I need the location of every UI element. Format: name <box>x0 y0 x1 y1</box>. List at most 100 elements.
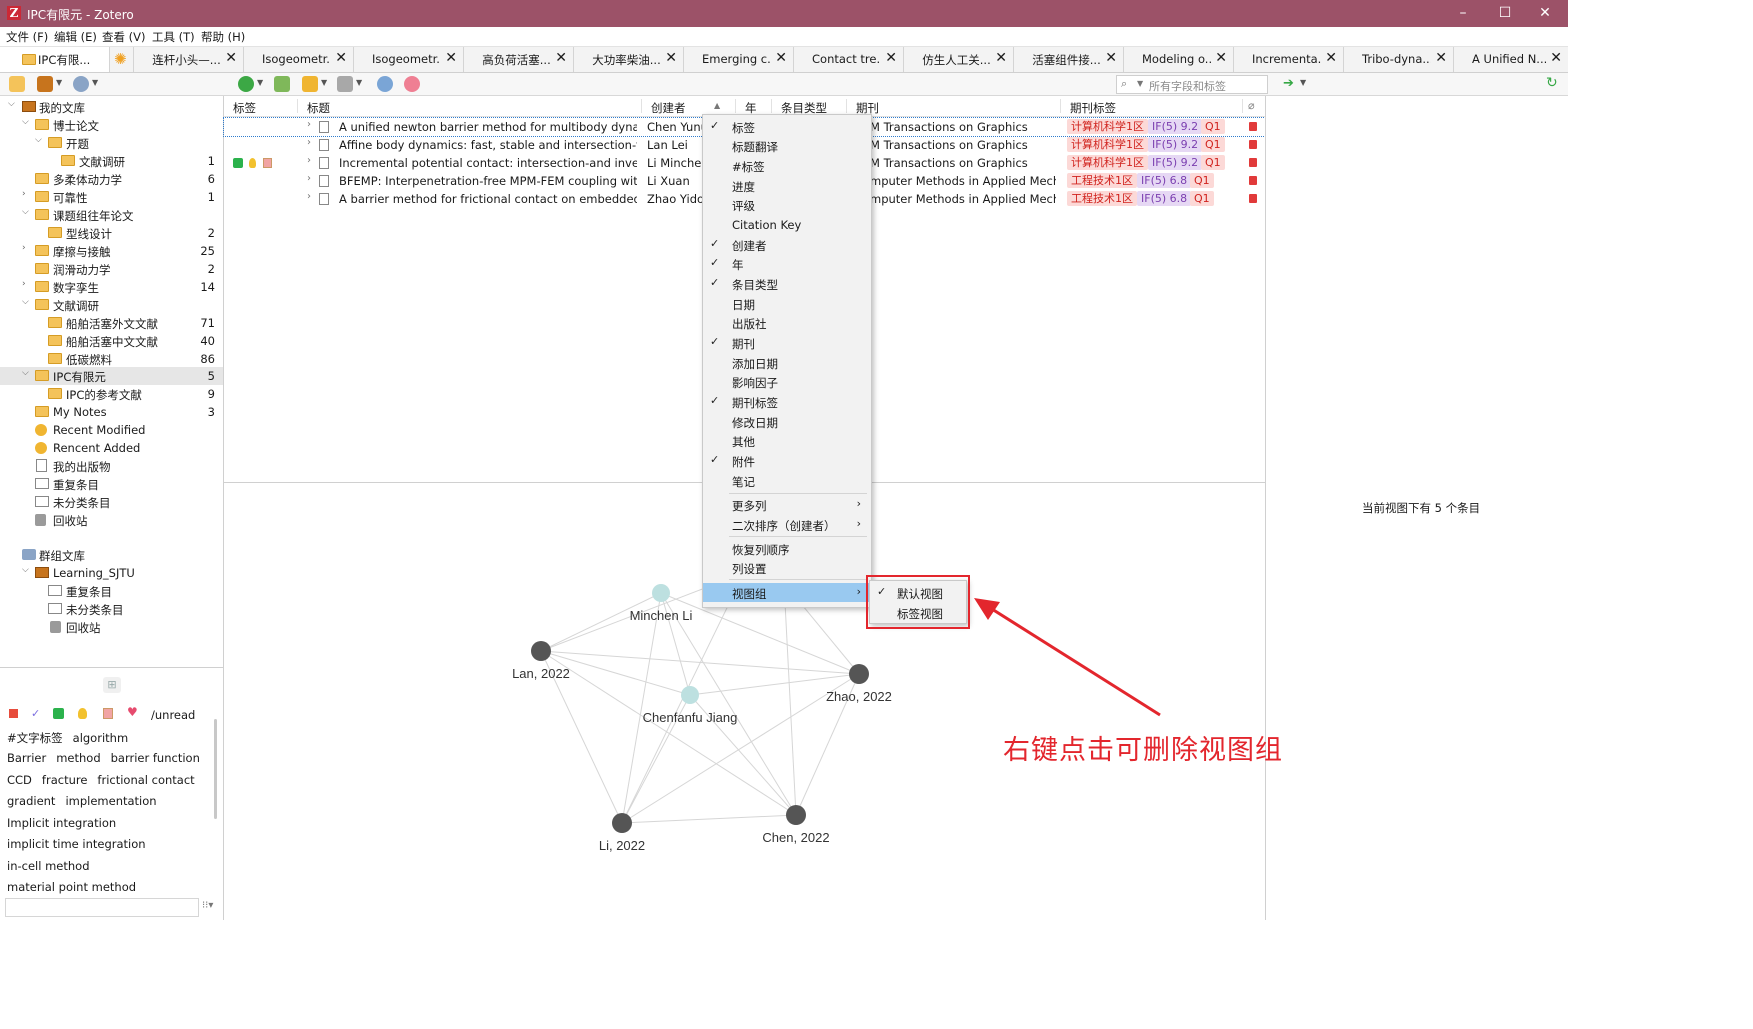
chevron-down-icon[interactable]: ▼ <box>356 78 363 87</box>
tree-row[interactable]: Rencent Added <box>0 439 223 457</box>
expand-icon[interactable]: › <box>22 279 26 289</box>
menu-item-col-creator[interactable]: ✓创建者 <box>703 235 871 254</box>
tab-item[interactable]: Isogeometr...✕ <box>244 47 354 72</box>
chevron-down-icon[interactable]: ▼ <box>321 78 328 87</box>
tree-row[interactable]: 回收站 <box>0 618 223 636</box>
expand-icon[interactable]: › <box>307 137 311 148</box>
chevron-down-icon[interactable]: ▼ <box>92 78 99 87</box>
tab-item[interactable]: Tribo-dyna...✕ <box>1344 47 1454 72</box>
menu-item-secondary-sort[interactable]: 二次排序（创建者）› <box>703 515 871 534</box>
tab-library[interactable]: IPC有限... <box>0 47 110 72</box>
connected-papers-icon[interactable] <box>404 76 420 92</box>
close-tab-icon[interactable]: ✕ <box>445 50 457 66</box>
menu-tools[interactable]: 工具 (T) <box>152 30 195 44</box>
close-tab-icon[interactable]: ✕ <box>555 50 567 66</box>
tab-item[interactable]: Contact tre...✕ <box>794 47 904 72</box>
chevron-down-icon[interactable]: ▼ <box>257 78 264 87</box>
menu-item-view-group[interactable]: 视图组› <box>703 583 871 602</box>
graph-node-author[interactable] <box>681 686 699 704</box>
column-header-year[interactable]: 年 <box>745 101 757 115</box>
collapse-icon[interactable]: ⌵ <box>8 99 15 109</box>
tag-chip[interactable]: implicit time integration <box>7 837 146 851</box>
tag-chip[interactable]: Barrier <box>7 751 47 765</box>
tag-chip[interactable]: barrier function <box>110 751 200 765</box>
collapse-icon[interactable]: ⌵ <box>22 297 29 307</box>
checkbox-tag-icon[interactable] <box>53 708 64 719</box>
tab-item[interactable]: 高负荷活塞...✕ <box>464 47 574 72</box>
pdf-icon[interactable] <box>1249 158 1257 167</box>
collapse-icon[interactable]: ⌵ <box>22 207 29 217</box>
close-tab-icon[interactable]: ✕ <box>1215 50 1227 66</box>
new-item-icon[interactable] <box>238 76 254 92</box>
close-tab-icon[interactable]: ✕ <box>995 50 1007 66</box>
table-row[interactable]: › Affine body dynamics: fast, stable and… <box>224 136 1265 154</box>
new-note-icon[interactable] <box>302 76 318 92</box>
close-tab-icon[interactable]: ✕ <box>225 50 237 66</box>
tag-chip[interactable]: #文字标签 <box>7 731 63 745</box>
close-tab-icon[interactable]: ✕ <box>1105 50 1117 66</box>
menu-item-col-date-modified[interactable]: 修改日期 <box>703 412 871 431</box>
column-header-title[interactable]: 标题 <box>307 101 330 115</box>
pdf-icon[interactable] <box>1249 176 1257 185</box>
menu-item-col-tag[interactable]: ✓标签 <box>703 117 871 136</box>
tree-row[interactable]: ⌵课题组往年论文 <box>0 206 223 224</box>
new-library-icon[interactable] <box>37 76 53 92</box>
column-header-type[interactable]: 条目类型 <box>781 101 827 115</box>
menu-item-col-item-type[interactable]: ✓条目类型 <box>703 274 871 293</box>
new-collection-icon[interactable] <box>9 76 25 92</box>
tab-item[interactable]: 大功率柴油...✕ <box>574 47 684 72</box>
menu-item-tag-view[interactable]: 标签视图 <box>870 603 966 622</box>
tag-chip[interactable]: CCD <box>7 773 32 787</box>
maximize-button[interactable]: ☐ <box>1498 5 1512 21</box>
check-icon[interactable]: ✓ <box>31 707 41 720</box>
pane-splitter[interactable] <box>0 667 223 668</box>
column-header-creator[interactable]: 创建者 <box>651 101 686 115</box>
tag-selector-toggle-icon[interactable]: ⊞ <box>103 677 121 693</box>
menu-item-col-date[interactable]: 日期 <box>703 294 871 313</box>
tag-chip[interactable]: method <box>56 751 101 765</box>
tree-row[interactable]: 群组文库 <box>0 546 223 564</box>
menu-item-col-progress[interactable]: 进度 <box>703 176 871 195</box>
menu-file[interactable]: 文件 (F) <box>6 30 49 44</box>
close-tab-icon[interactable]: ✕ <box>1435 50 1447 66</box>
tree-row[interactable]: 重复条目 <box>0 475 223 493</box>
locate-icon[interactable] <box>377 76 393 92</box>
menu-item-column-settings[interactable]: 列设置 <box>703 558 871 577</box>
tree-row[interactable]: ⌵博士论文 <box>0 116 223 134</box>
menu-item-col-journal[interactable]: ✓期刊 <box>703 333 871 352</box>
menu-item-col-citation-key[interactable]: Citation Key <box>703 215 871 234</box>
tag-chip[interactable]: algorithm <box>72 731 129 745</box>
tag-unread[interactable]: /unread <box>151 708 196 722</box>
menu-item-col-year[interactable]: ✓年 <box>703 254 871 273</box>
menu-item-default-view[interactable]: ✓默认视图 <box>870 583 966 602</box>
graph-node-author[interactable] <box>652 584 670 602</box>
tab-item[interactable]: A Unified N...✕ <box>1454 47 1568 72</box>
expand-icon[interactable]: › <box>307 191 311 202</box>
tag-chip[interactable]: in-cell method <box>7 859 90 873</box>
menu-item-col-rating[interactable]: 评级 <box>703 195 871 214</box>
menu-item-restore-column-order[interactable]: 恢复列顺序 <box>703 539 871 558</box>
tree-row[interactable]: ⌵我的文库 <box>0 98 223 116</box>
tag-chip[interactable]: frictional contact <box>97 773 195 787</box>
attachment-icon[interactable] <box>337 76 353 92</box>
menu-item-col-attachments[interactable]: ✓附件 <box>703 451 871 470</box>
tag-filter-input[interactable] <box>5 898 199 917</box>
tab-plugin[interactable]: ✺ <box>110 47 134 72</box>
sync-icon[interactable]: ↻ <box>1546 75 1558 91</box>
pdf-icon[interactable] <box>1249 140 1257 149</box>
tab-item[interactable]: Modeling o...✕ <box>1124 47 1234 72</box>
menu-item-col-impact-factor[interactable]: 影响因子 <box>703 372 871 391</box>
close-tab-icon[interactable]: ✕ <box>335 50 347 66</box>
tree-row[interactable]: ⌵Learning_SJTU <box>0 564 223 582</box>
tab-item[interactable]: 活塞组件接...✕ <box>1014 47 1124 72</box>
